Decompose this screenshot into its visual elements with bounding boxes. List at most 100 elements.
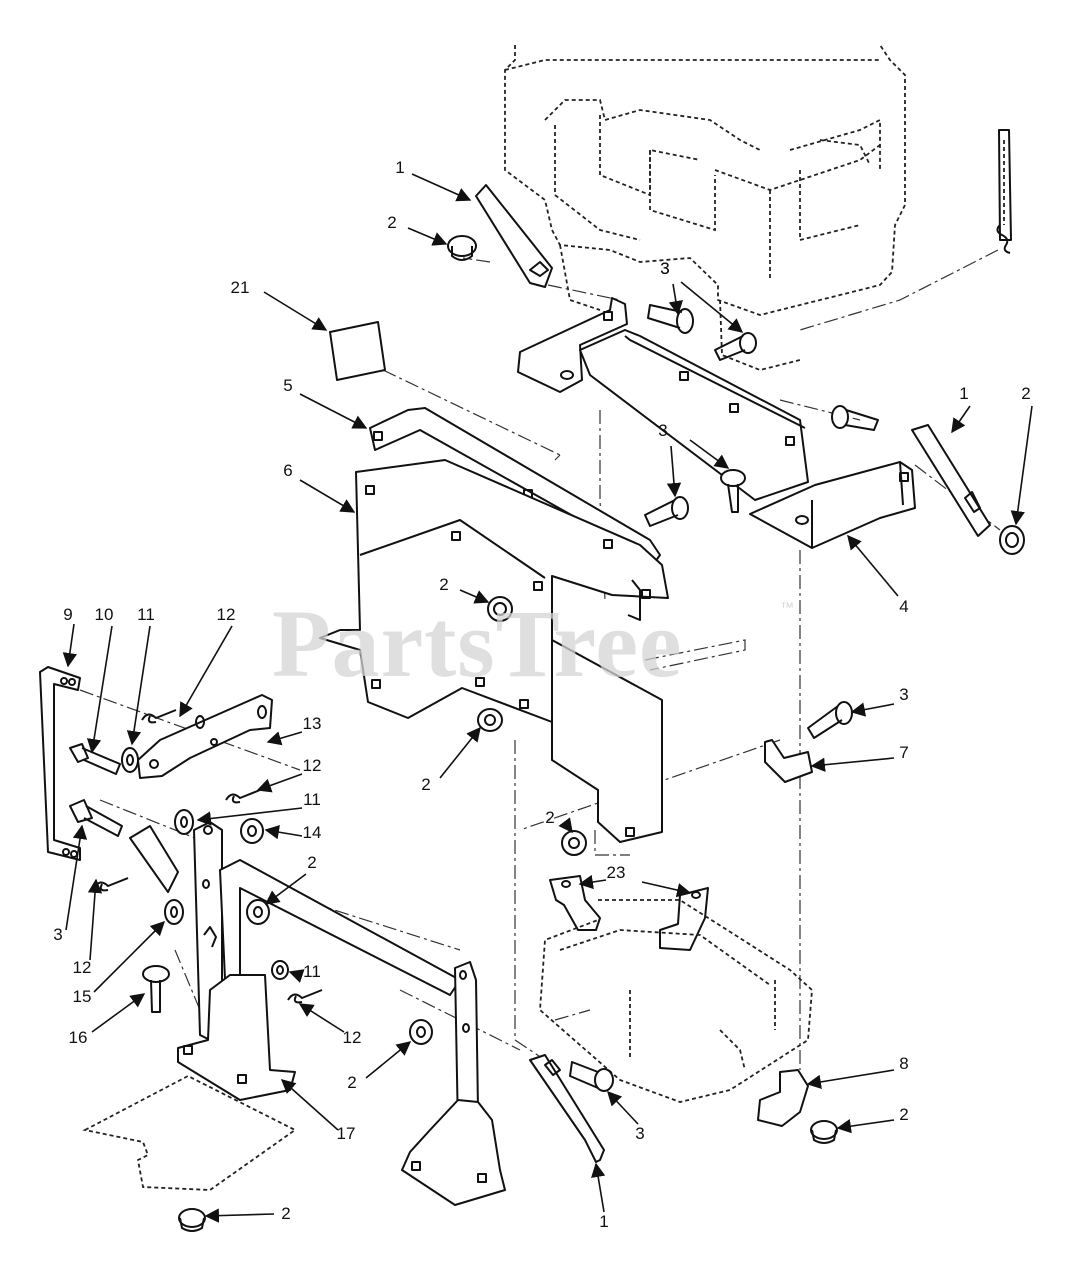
part-8-clip xyxy=(757,1069,809,1127)
callout-c-13: 13 xyxy=(303,714,322,733)
callout-c-3e: 3 xyxy=(53,925,62,944)
leader-arrow-c-11a xyxy=(126,625,151,746)
part-2-upper-flange-nut xyxy=(447,235,477,261)
part-11-washer-upper xyxy=(121,747,139,773)
leader-arrow-c-3e xyxy=(65,824,88,931)
engine-ghost-outline xyxy=(504,44,906,371)
callout-c-3d: 3 xyxy=(899,685,908,704)
part-21-decal xyxy=(329,321,386,381)
part-3-bolt-left xyxy=(69,799,123,837)
part-1-right-slotted-link xyxy=(911,424,991,537)
leader-arrow-c-2a xyxy=(407,227,448,246)
callout-c-9: 9 xyxy=(63,605,72,624)
part-16-carriage-bolt xyxy=(142,965,170,1013)
part-14-nut xyxy=(240,818,264,844)
callout-c-12d: 12 xyxy=(343,1028,362,1047)
callout-c-3a: 3 xyxy=(660,259,669,278)
leader-arrow-c-17 xyxy=(280,1079,339,1131)
part-2-pedestal-nut xyxy=(409,1019,433,1045)
leader-arrow-c-10 xyxy=(86,625,113,754)
part-12-hairpin-a xyxy=(141,709,177,724)
part-23-clamps xyxy=(549,875,709,951)
callout-c-1b: 1 xyxy=(959,384,968,403)
part-15-washer xyxy=(164,899,184,925)
part-6-lower-extension xyxy=(551,639,663,843)
part-2-lever-nut xyxy=(246,899,270,925)
part-3-bolt-center xyxy=(720,469,746,513)
part-12-hairpin-c xyxy=(93,877,129,892)
part-3-bolt-lower-center xyxy=(569,1061,614,1092)
leader-arrow-c-3d xyxy=(850,702,895,717)
leader-arrow-c-5 xyxy=(299,393,368,429)
partstree-watermark: PartsTree ™ xyxy=(272,590,794,697)
callout-c-2b: 2 xyxy=(1021,384,1030,403)
callout-c-15: 15 xyxy=(73,987,92,1006)
part-10-hex-bolt xyxy=(69,743,121,775)
callout-c-2i: 2 xyxy=(281,1204,290,1223)
leader-arrow-c-9 xyxy=(62,623,77,668)
leader-arrow-c-1c xyxy=(591,1162,606,1213)
callout-c-2e: 2 xyxy=(545,808,554,827)
svg-text:™: ™ xyxy=(780,599,794,615)
leader-arrow-c-11b xyxy=(196,807,303,826)
part-1-lower-slotted-link xyxy=(529,1054,605,1163)
leader-arrow-c-16 xyxy=(91,993,146,1033)
part-3-bolt-upper-b xyxy=(714,332,757,361)
callout-c-1a: 1 xyxy=(395,158,404,177)
part-3-bolt-upper-a xyxy=(647,304,694,334)
leader-arrow-c-2e xyxy=(558,817,573,834)
leader-arrow-c-2h xyxy=(836,1119,895,1134)
callout-c-3f: 3 xyxy=(635,1124,644,1143)
part-11-washer-middle xyxy=(174,809,194,835)
floor-plate-ghost xyxy=(82,1074,297,1191)
leader-arrow-c-3f xyxy=(607,1090,639,1125)
callout-c-4: 4 xyxy=(899,597,908,616)
leader-arrow-c-12c xyxy=(87,878,103,961)
leader-arrow-c-12b xyxy=(256,773,303,793)
battery-tray-ghost xyxy=(539,899,813,1103)
callout-c-12b: 12 xyxy=(303,756,322,775)
callout-c-7: 7 xyxy=(899,743,908,762)
part-2-center-nut-a xyxy=(487,596,513,622)
leader-arrow-c-23b xyxy=(641,881,692,898)
svg-text:PartsTree: PartsTree xyxy=(272,590,683,697)
callout-c-17: 17 xyxy=(337,1124,356,1143)
callout-c-12c: 12 xyxy=(73,958,92,977)
callout-c-11a: 11 xyxy=(137,605,155,624)
leader-arrow-c-2b xyxy=(1010,405,1033,526)
callout-c-21: 21 xyxy=(231,278,250,297)
callout-c-8: 8 xyxy=(899,1054,908,1073)
leader-arrow-c-8 xyxy=(806,1069,895,1090)
leader-arrow-c-15 xyxy=(93,920,166,993)
callout-c-3b: 3 xyxy=(660,259,669,278)
callout-c-23: 23 xyxy=(607,863,626,882)
callout-c-6: 6 xyxy=(283,461,292,480)
callout-c-16: 16 xyxy=(69,1028,88,1047)
leader-arrow-c-2g xyxy=(365,1041,412,1079)
leader-arrow-c-2d xyxy=(439,726,481,779)
leader-arrow-c-3b xyxy=(680,281,744,333)
part-2-right-flange-nut xyxy=(999,525,1025,555)
part-11-washer-lower xyxy=(271,960,289,980)
right-lever-and-pedestal xyxy=(401,961,506,1206)
lever-link-plate xyxy=(129,825,179,893)
callout-c-2f: 2 xyxy=(307,853,316,872)
leader-arrow-c-12d xyxy=(298,1003,345,1033)
leader-arrow-c-2c xyxy=(459,589,490,604)
leader-arrow-c-3c2 xyxy=(689,439,730,469)
callout-c-3c: 3 xyxy=(658,421,667,440)
leader-arrow-c-3c xyxy=(666,445,682,498)
callout-c-11b: 11 xyxy=(303,790,321,809)
leader-arrow-c-1b xyxy=(951,405,971,434)
part-3-bolt-mid xyxy=(644,496,689,527)
part-13-lever-plate xyxy=(137,694,273,779)
part-6-engine-shield xyxy=(319,459,669,723)
part-2-center-nut-b xyxy=(477,708,503,732)
leader-arrow-c-14 xyxy=(264,825,303,840)
part-2-bottom-right-nut xyxy=(810,1120,838,1144)
leader-arrow-c-7 xyxy=(810,757,895,772)
part-3-bolt-near-7 xyxy=(807,701,853,739)
leader-arrow-c-21 xyxy=(263,291,328,331)
callout-c-2c: 2 xyxy=(439,575,448,594)
